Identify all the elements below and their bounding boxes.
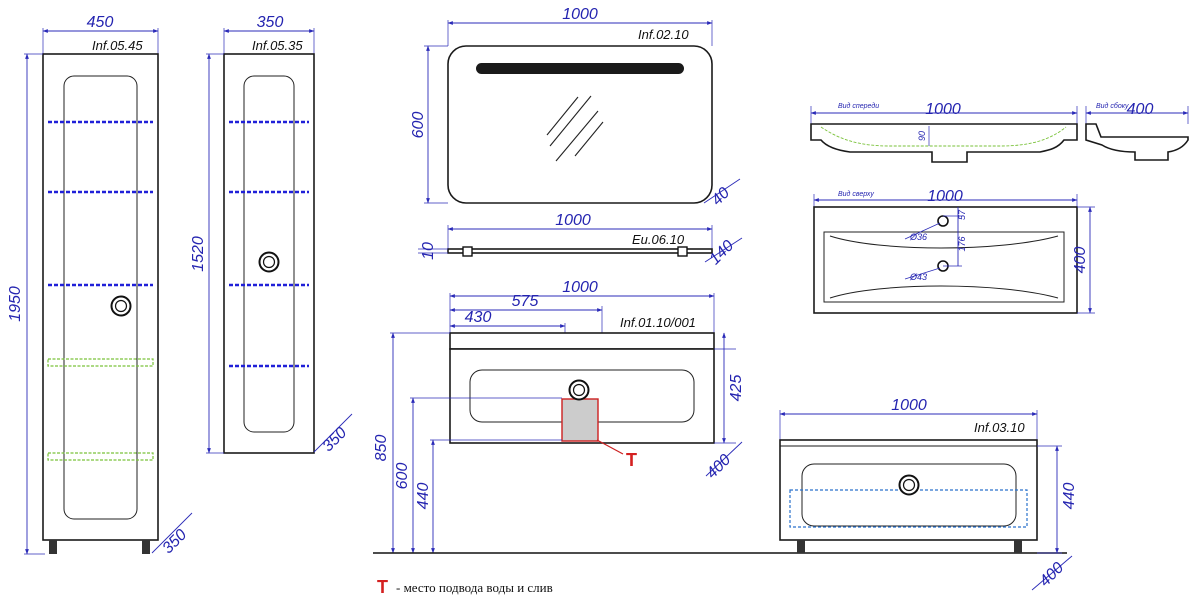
shelf-holder xyxy=(462,246,473,257)
sink-side-outline xyxy=(1085,123,1189,161)
mirror-body xyxy=(447,45,713,204)
vanity-depth: 400 xyxy=(703,451,734,482)
sink-front-view-label: Вид спереди xyxy=(838,102,879,110)
sink-side-depth: 400 xyxy=(1127,101,1154,118)
base-cabinet-height: 440 xyxy=(1061,483,1078,510)
sink-hole-36: Ø36 xyxy=(909,232,927,242)
knob-icon xyxy=(110,295,132,317)
water-mark-symbol: T xyxy=(626,450,637,470)
vanity-ref: Inf.01.10/001 xyxy=(620,315,696,330)
vanity-countertop xyxy=(449,332,715,350)
sink-basin xyxy=(823,231,1065,303)
pencil-case-350-depth: 350 xyxy=(319,424,350,455)
sink-top-width: 1000 xyxy=(927,188,963,205)
pencil-case-450-door-panel xyxy=(63,75,138,520)
sink: Вид спереди 1000 90 Вид сбоку 400 Вид св… xyxy=(810,101,1189,314)
mirror-height: 600 xyxy=(410,112,427,139)
faucet-hole-icon xyxy=(937,215,949,227)
leg xyxy=(1014,540,1022,553)
vanity-total-height: 850 xyxy=(373,435,390,462)
mirror-light-strip xyxy=(476,63,684,74)
shelf-width: 1000 xyxy=(555,212,591,229)
sink-top-depth: 400 xyxy=(1072,247,1089,274)
shelf: 1000 Eu.06.10 10 140 xyxy=(418,212,743,268)
sink-side-view-label: Вид сбоку xyxy=(1096,102,1129,110)
sink-hole-43: Ø43 xyxy=(909,272,927,282)
leg xyxy=(49,540,57,554)
vanity-offset-430: 430 xyxy=(465,309,492,326)
mirror-reflection-icon xyxy=(546,95,604,162)
pencil-case-350: 350 Inf.05.35 1520 350 xyxy=(190,14,353,455)
sink-top-view-label: Вид сверху xyxy=(838,190,874,198)
water-supply-zone xyxy=(561,398,599,442)
legend-text: - место подвода воды и слив xyxy=(396,580,553,595)
leg xyxy=(142,540,150,554)
legend: T - место подвода воды и слив xyxy=(377,577,553,597)
knob-icon xyxy=(258,251,280,273)
leg xyxy=(797,540,805,553)
sink-small-90: 90 xyxy=(917,131,927,141)
pencil-case-450-depth: 350 xyxy=(159,526,190,557)
sink-small-57: 57 xyxy=(957,209,967,220)
sink-small-176: 176 xyxy=(957,236,967,251)
base-cabinet-drawer-panel xyxy=(801,463,1017,527)
pencil-case-450-ref: Inf.05.45 xyxy=(92,38,143,53)
pencil-case-450: 450 Inf.05.45 1950 350 xyxy=(7,14,193,557)
base-cabinet-inner-drawer xyxy=(789,489,1028,528)
mirror-ref: Inf.02.10 xyxy=(638,27,689,42)
legend-symbol: T xyxy=(377,577,388,597)
shelf-ref: Eu.06.10 xyxy=(632,232,685,247)
sink-front-width: 1000 xyxy=(925,101,961,118)
shelf-glass xyxy=(447,248,713,254)
shelf-depth: 140 xyxy=(706,237,737,268)
base-cabinet-ref: Inf.03.10 xyxy=(974,420,1025,435)
mirror-width: 1000 xyxy=(562,6,598,23)
base-cabinet: 1000 Inf.03.10 440 400 xyxy=(779,397,1078,591)
base-cabinet-width: 1000 xyxy=(891,397,927,414)
knob-icon xyxy=(898,474,920,496)
pencil-case-350-door-panel xyxy=(243,75,295,433)
sink-front-outline xyxy=(810,123,1078,163)
vanity-mark-600: 600 xyxy=(394,463,411,490)
glass-shelf-green xyxy=(47,452,154,461)
pencil-case-350-width: 350 xyxy=(257,14,284,31)
vanity-mark-440: 440 xyxy=(415,483,432,510)
knob-icon xyxy=(568,379,590,401)
pencil-case-450-width: 450 xyxy=(87,14,114,31)
pencil-case-450-body xyxy=(42,53,159,541)
mirror: 1000 Inf.02.10 600 40 xyxy=(410,6,741,209)
vanity: 1000 575 430 Inf.01.10/001 T 425 400 850… xyxy=(373,279,745,554)
vanity-offset-575: 575 xyxy=(512,293,539,310)
pencil-case-350-ref: Inf.05.35 xyxy=(252,38,303,53)
shelf-thickness: 10 xyxy=(420,242,437,260)
vanity-height: 425 xyxy=(728,375,745,402)
vanity-width: 1000 xyxy=(562,279,598,296)
pencil-case-350-height: 1520 xyxy=(190,236,207,272)
glass-shelf-green xyxy=(47,358,154,367)
pencil-case-450-height: 1950 xyxy=(7,286,24,322)
shelf-holder xyxy=(677,246,688,257)
